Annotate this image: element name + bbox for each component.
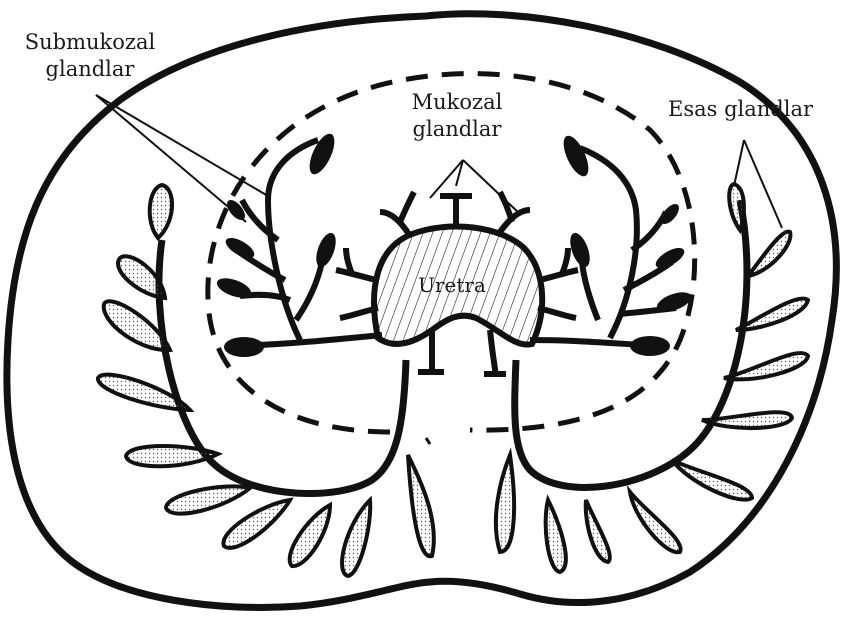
mucosal-glands-label: Mukozal glandlar: [392, 89, 522, 143]
submucosal-gland-lobules-left: [214, 130, 339, 357]
tick-mark: [426, 438, 430, 444]
submucosal-label-line-2: glandlar: [6, 56, 174, 83]
urethra-label: Uretra: [404, 272, 500, 299]
main-glands-label: Esas glandlar: [668, 96, 813, 123]
mucosal-label-line-2: glandlar: [392, 116, 522, 143]
submucosal-label-line-1: Submukozal: [6, 29, 174, 56]
mucosal-label-line-1: Mukozal: [392, 89, 522, 116]
submucosal-glands-label: Submukozal glandlar: [6, 29, 174, 83]
submucosal-glands-right: [530, 148, 676, 346]
